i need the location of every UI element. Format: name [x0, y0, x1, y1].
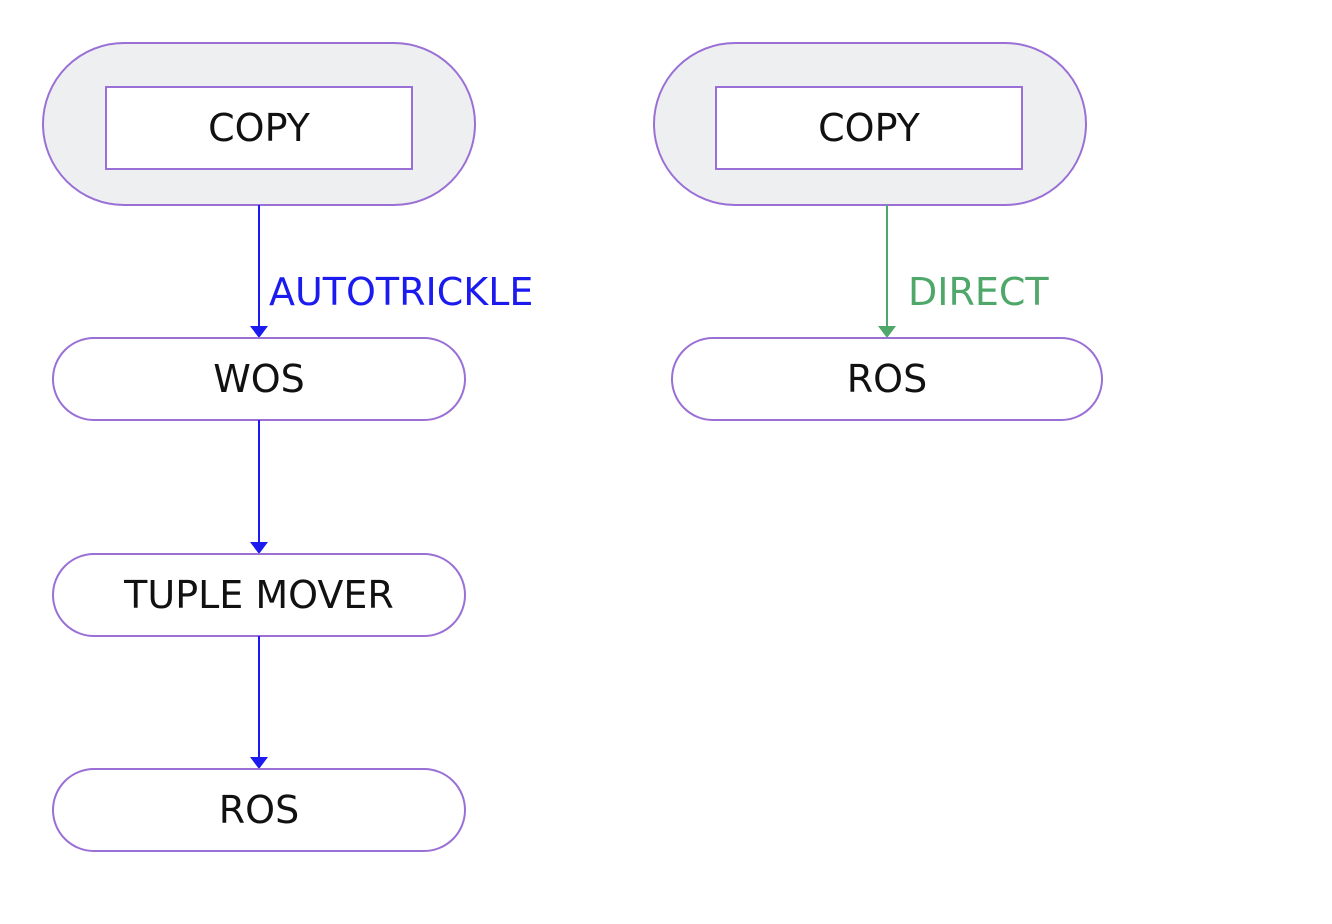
direct-label: DIRECT [908, 270, 1049, 314]
autotrickle-arrowhead [250, 326, 268, 338]
wos-to-tuple-mover-edge [250, 420, 268, 554]
right-flow: COPY DIRECT ROS [653, 42, 1103, 421]
direct-arrowhead [878, 326, 896, 338]
right-ros-label: ROS [847, 357, 927, 401]
autotrickle-edge: AUTOTRICKLE [250, 205, 533, 338]
left-ros-node: ROS [52, 768, 466, 852]
wos-label: WOS [213, 357, 305, 401]
wos-to-tuple-mover-arrowhead [250, 542, 268, 554]
left-flow: COPY AUTOTRICKLE WOS TUPLE MOVER ROS [42, 42, 533, 852]
right-copy-label: COPY [818, 106, 921, 150]
direct-edge: DIRECT [878, 205, 1049, 338]
left-ros-label: ROS [219, 788, 299, 832]
right-copy-node: COPY [653, 42, 1087, 206]
right-copy-box [715, 86, 1023, 170]
tuple-mover-to-ros-edge [250, 636, 268, 769]
right-ros-pill [671, 337, 1103, 421]
left-copy-box [105, 86, 413, 170]
tuple-mover-label: TUPLE MOVER [123, 573, 394, 617]
wos-node: WOS [52, 337, 466, 421]
left-copy-label: COPY [208, 106, 311, 150]
tuple-mover-to-ros-arrowhead [250, 757, 268, 769]
right-ros-node: ROS [671, 337, 1103, 421]
left-copy-node: COPY [42, 42, 476, 206]
left-ros-pill [52, 768, 466, 852]
autotrickle-label: AUTOTRICKLE [269, 270, 533, 314]
tuple-mover-node: TUPLE MOVER [52, 553, 466, 637]
